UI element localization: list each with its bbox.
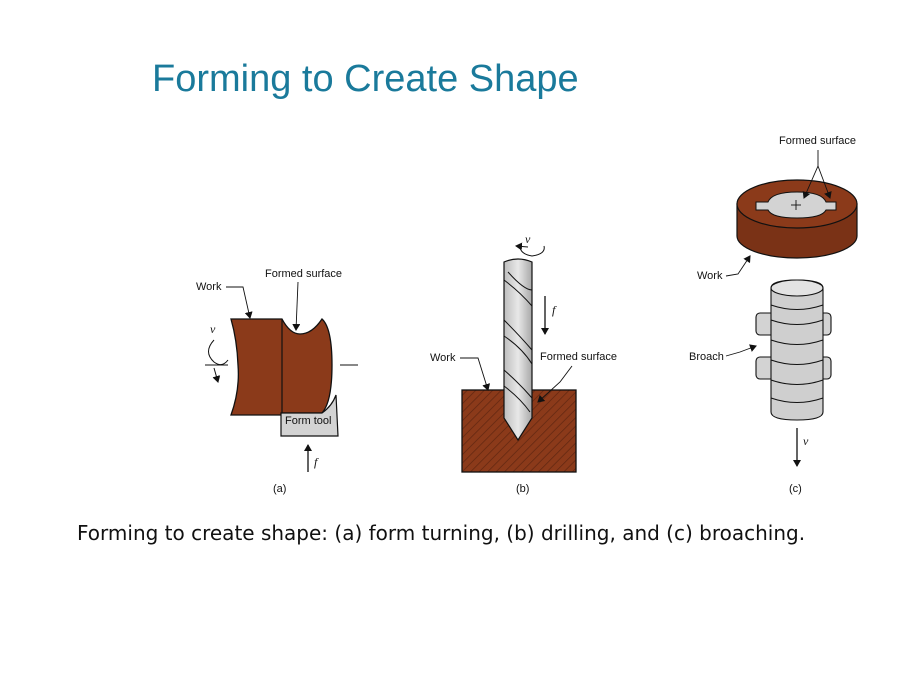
formed-surface-label: Formed surface [265,268,342,280]
work-leader [226,286,253,319]
v-label: v [210,322,216,336]
work-label: Work [430,352,456,364]
rotation-arrow [208,339,229,366]
work-label: Work [196,281,222,293]
panel-label-a: (a) [273,483,286,495]
drill-flutes [503,271,533,413]
panel-c-broaching: v Formed surface Work Broach (c) [689,135,858,495]
panel-a-form-turning: v Form tool f Work Formed surface (a) [196,268,358,495]
formed-surface-leader [817,165,832,199]
formed-surface-label: Formed surface [540,351,617,363]
form-tool [280,394,339,437]
v-label: v [803,434,809,448]
broach-leader [725,344,757,357]
work-label: Work [697,270,723,282]
work-leader [725,255,751,277]
formed-surface-leader [537,365,573,403]
v-label: v [525,232,531,246]
rotation-arrow-head [212,367,221,383]
broach-label: Broach [689,351,724,363]
f-label: f [552,303,557,317]
panel-label-c: (c) [789,483,802,495]
formed-surface-label: Formed surface [779,135,856,147]
work-leader [460,357,491,391]
rotation-arrow [519,245,545,257]
formed-surface-leader [292,281,301,331]
slide-title: Forming to Create Shape [152,58,579,100]
form-tool-label: Form tool [285,415,331,427]
f-label: f [314,455,319,469]
figure-caption: Forming to create shape: (a) form turnin… [77,521,806,545]
rotation-arrow-head [515,242,529,251]
panel-label-b: (b) [516,483,529,495]
panel-b-drilling: v f Work Formed surface (b) [430,232,617,495]
broach-tool [755,279,832,421]
drill-bit [503,258,533,442]
